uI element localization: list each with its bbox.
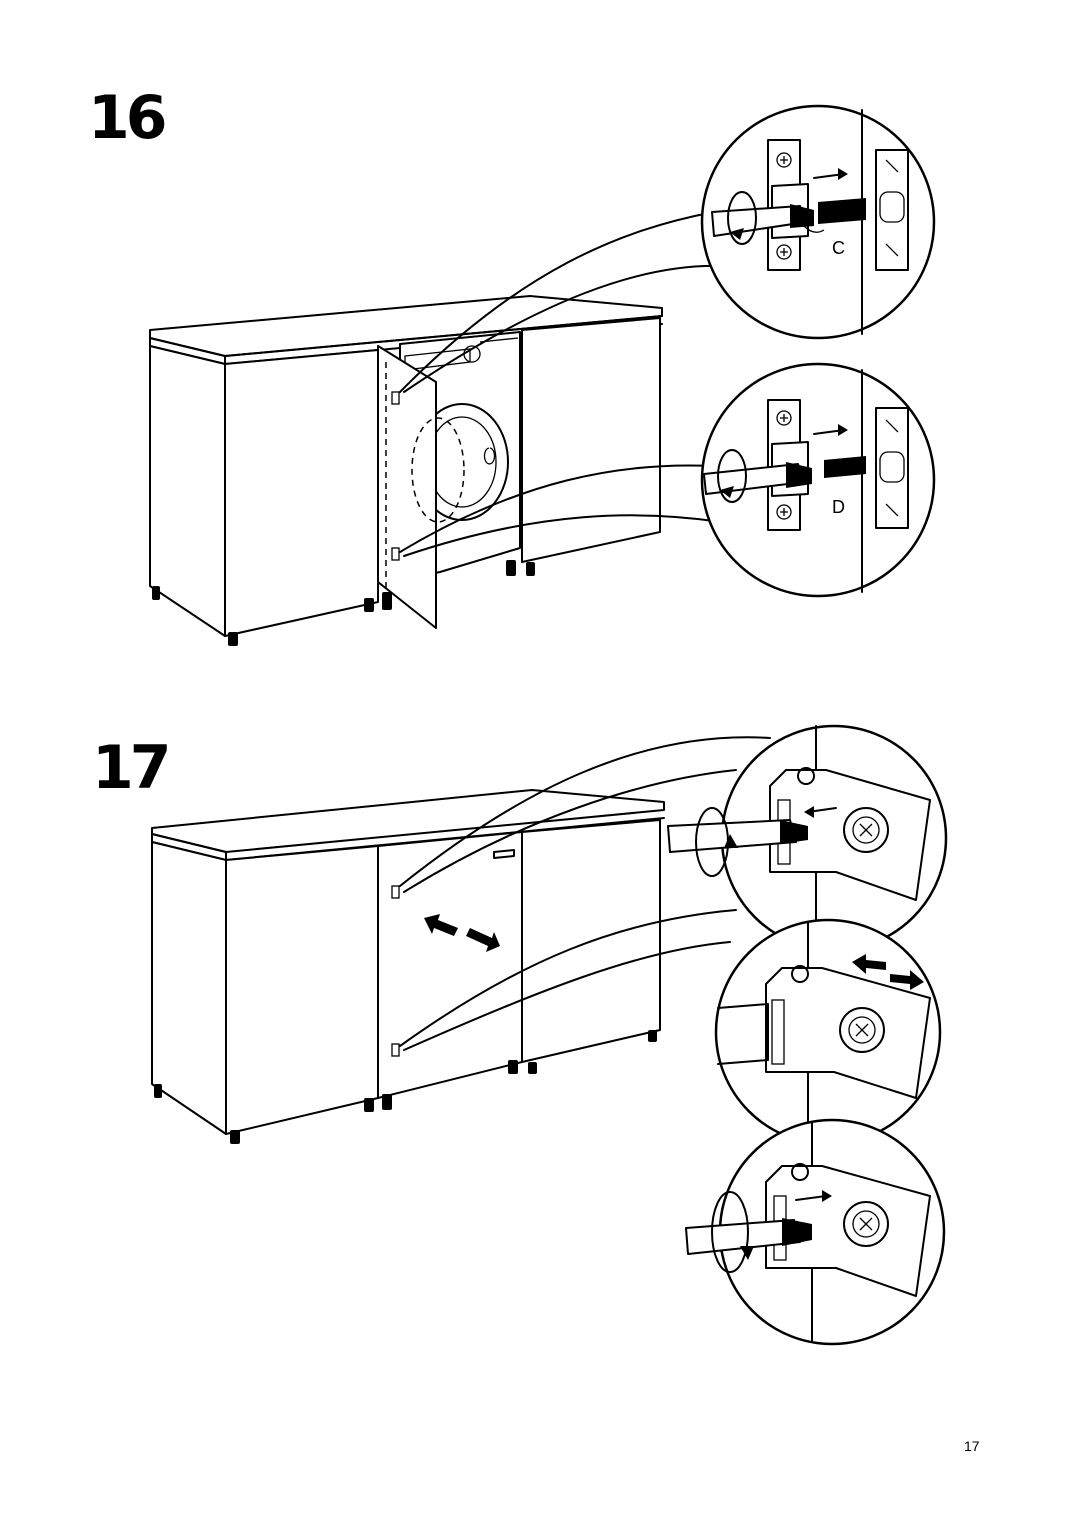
hinge-detail-17c [685,1118,946,1346]
leader-lines-step16 [399,211,723,557]
cabinet-illustration-step16 [149,295,663,646]
label-c: C [832,238,845,258]
cabinet-illustration-step17 [151,789,665,1144]
step-number-16: 16 [88,83,167,153]
hinge-detail-17b [714,918,942,1146]
step-number-17: 17 [92,733,171,803]
hinge-detail-c [700,104,936,340]
label-d: D [832,497,845,517]
hinge-detail-d [700,362,936,598]
leader-lines-step17 [399,736,771,1051]
hinge-detail-17a [667,724,948,952]
page-number: 17 [964,1438,980,1454]
